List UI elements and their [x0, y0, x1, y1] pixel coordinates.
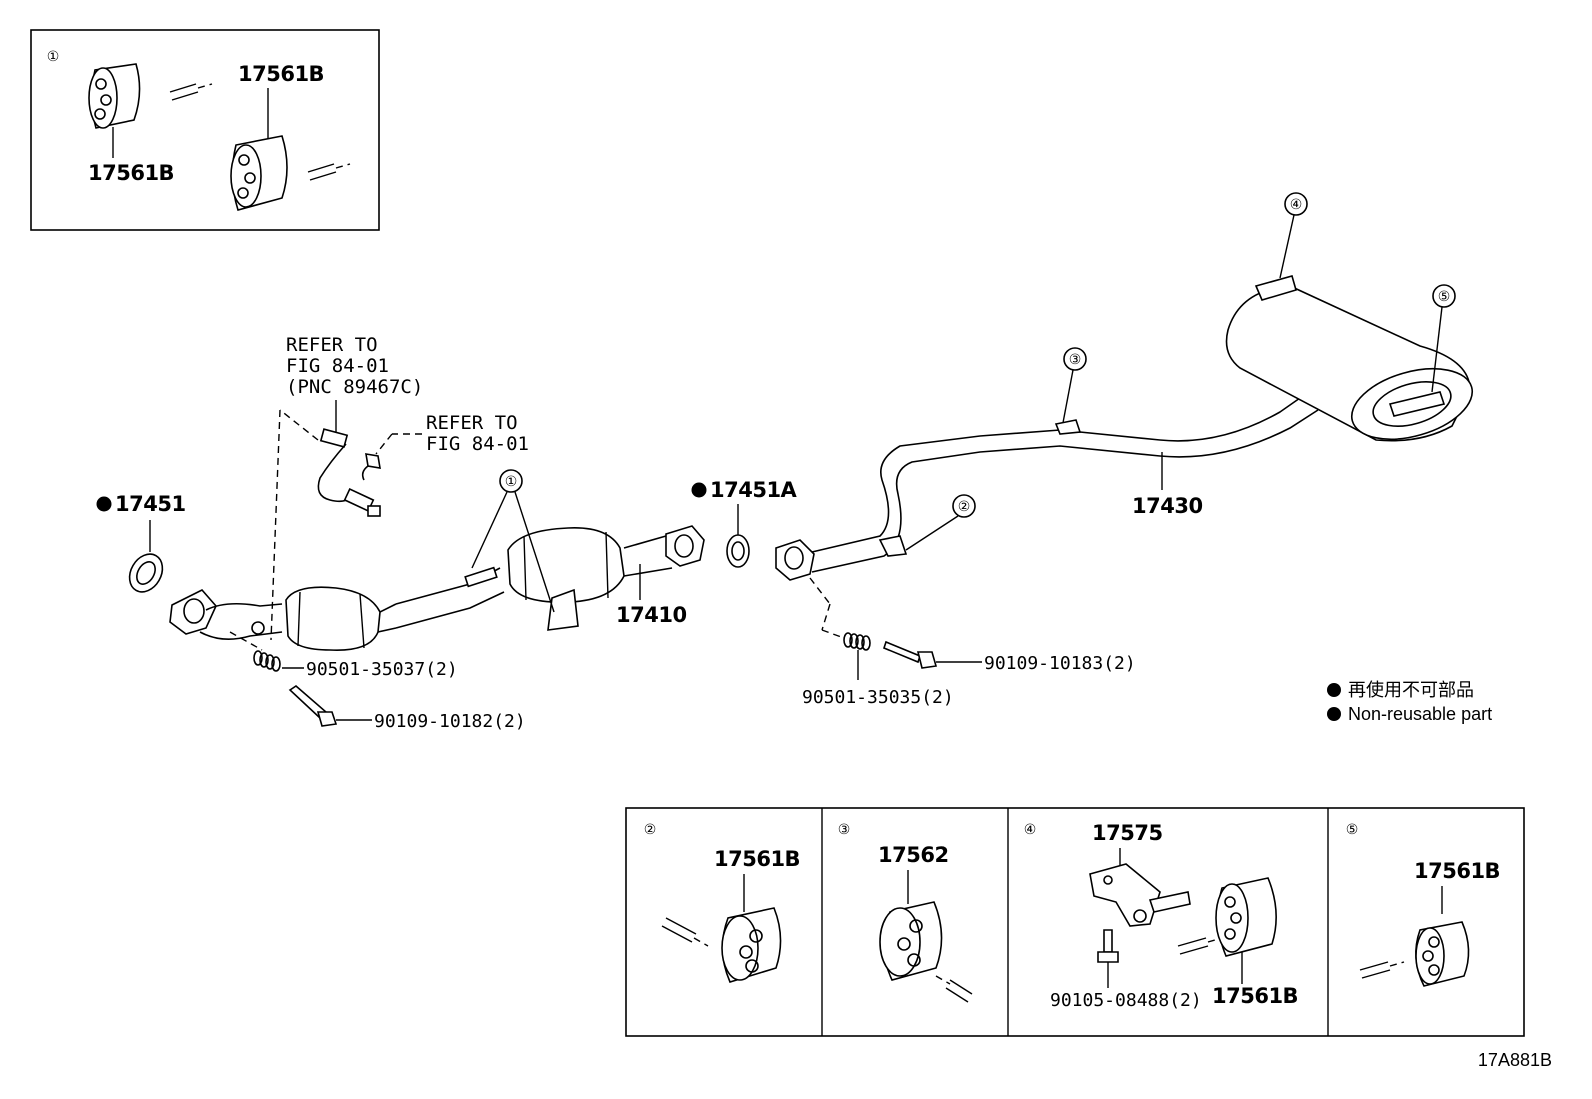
- hanger-pin-icon: [307, 163, 351, 181]
- detail-boxes-frame: [625, 807, 1525, 1037]
- sensor-reference-1: REFER TO FIG 84-01 (PNC 89467C): [270, 334, 423, 641]
- rubber-hanger-icon: [1215, 877, 1277, 957]
- sensor-connector-icon: [361, 453, 381, 481]
- spring-center: 90501-35035(2): [802, 577, 954, 708]
- hanger-pin-icon: [661, 917, 709, 947]
- detail-box-5: ⑤ 17561B: [1346, 822, 1501, 987]
- detail-box-4-callout: ④: [1024, 822, 1037, 838]
- part-number-17561b: 17561B: [88, 161, 174, 185]
- part-number-90105-08488: 90105-08488(2): [1050, 990, 1202, 1011]
- non-reusable-bullet-icon: [1327, 707, 1341, 721]
- detail-box-1: ① 17561B 17561B: [30, 29, 380, 231]
- detail-box-2-callout: ②: [644, 822, 657, 838]
- rubber-hanger-icon: [879, 901, 943, 981]
- part-number-17451: 17451: [115, 492, 186, 516]
- part-number-17451a: 17451A: [710, 478, 798, 502]
- rubber-hanger-icon: [721, 907, 782, 983]
- refer-to-label: REFER TO: [286, 334, 378, 356]
- part-number-17430: 17430: [1132, 494, 1203, 518]
- callout-circle-icon: [1284, 192, 1308, 216]
- flange-bolt-icon: [1097, 929, 1119, 963]
- refer-fig-label: FIG 84-01: [286, 355, 389, 377]
- compression-spring-icon: [253, 650, 281, 672]
- rubber-hanger-icon: [88, 63, 141, 129]
- callout-circle-icon: [1063, 347, 1087, 371]
- non-reusable-bullet-icon: [1327, 683, 1341, 697]
- hanger-bracket-icon: [1089, 863, 1191, 927]
- muffler-icon: [1225, 275, 1474, 442]
- callout-2: ②: [958, 499, 971, 515]
- catalytic-converter-icon: [285, 586, 397, 651]
- legend: 再使用不可部品 Non-reusable part: [1327, 680, 1492, 724]
- gasket-17451: 17451: [96, 492, 186, 593]
- callout-3: ③: [1069, 352, 1082, 368]
- part-number-17561b: 17561B: [238, 62, 324, 86]
- part-number-17575: 17575: [1092, 821, 1163, 845]
- detail-box-1-callout: ①: [47, 49, 60, 65]
- diagram-code: 17A881B: [1478, 1050, 1552, 1070]
- catalytic-converter-icon: [507, 527, 625, 631]
- detail-box-3-callout: ③: [838, 822, 851, 838]
- hanger-pin-icon: [1177, 937, 1223, 955]
- gasket-ring-icon: [128, 553, 164, 593]
- gasket-ring-icon: [726, 534, 750, 568]
- part-number-17562: 17562: [878, 843, 949, 867]
- callout-circle-icon: [499, 469, 523, 493]
- rubber-hanger-icon: [1415, 921, 1470, 987]
- refer-fig-label: FIG 84-01: [426, 433, 529, 455]
- part-number-17561b: 17561B: [1414, 859, 1500, 883]
- legend-en: Non-reusable part: [1348, 704, 1492, 724]
- callout-5: ⑤: [1438, 289, 1451, 305]
- non-reusable-bullet-icon: [96, 496, 112, 512]
- oxygen-sensor-icon: [317, 428, 381, 517]
- hanger-pin-icon: [1359, 961, 1405, 979]
- detail-box-4: ④ 17575 90105-08488(2) 17561B: [1024, 821, 1299, 1011]
- rubber-hanger-icon: [230, 135, 288, 211]
- spring-front: 90501-35037(2): [229, 631, 458, 680]
- refer-pnc-label: (PNC 89467C): [286, 376, 423, 398]
- callout-circle-icon: [1432, 284, 1456, 308]
- detail-box-2: ② 17561B: [644, 822, 801, 983]
- non-reusable-bullet-icon: [691, 482, 707, 498]
- detail-box-5-callout: ⑤: [1346, 822, 1359, 838]
- front-exhaust-pipe: ① 17410: [169, 469, 705, 651]
- part-number-17410: 17410: [616, 603, 687, 627]
- detail-box-1-frame: [30, 29, 380, 231]
- compression-spring-icon: [843, 632, 871, 651]
- flange-bolt-icon: [288, 684, 338, 727]
- part-number-90109-10183: 90109-10183(2): [984, 653, 1136, 674]
- detail-box-3: ③ 17562: [838, 822, 973, 1003]
- part-number-90501-35037: 90501-35037(2): [306, 659, 458, 680]
- tail-exhaust-pipe: ④ ⑤ ③ ② 17430: [775, 192, 1474, 581]
- flange-bolt-icon: [883, 640, 938, 669]
- refer-to-label: REFER TO: [426, 412, 518, 434]
- callout-1: ①: [505, 474, 518, 490]
- gasket-17451a: 17451A: [691, 478, 798, 568]
- callout-4: ④: [1290, 197, 1303, 213]
- bolt-center: 90109-10183(2): [883, 640, 1136, 674]
- part-number-17561b: 17561B: [714, 847, 800, 871]
- hanger-pin-icon: [935, 975, 973, 1003]
- bolt-front: 90109-10182(2): [288, 684, 526, 732]
- part-number-90109-10182: 90109-10182(2): [374, 711, 526, 732]
- part-number-90501-35035: 90501-35035(2): [802, 687, 954, 708]
- sensor-reference-2: REFER TO FIG 84-01: [361, 412, 529, 481]
- legend-jp: 再使用不可部品: [1348, 680, 1474, 700]
- hanger-pin-icon: [169, 83, 213, 101]
- callout-circle-icon: [952, 494, 976, 518]
- part-number-17561b: 17561B: [1212, 984, 1298, 1008]
